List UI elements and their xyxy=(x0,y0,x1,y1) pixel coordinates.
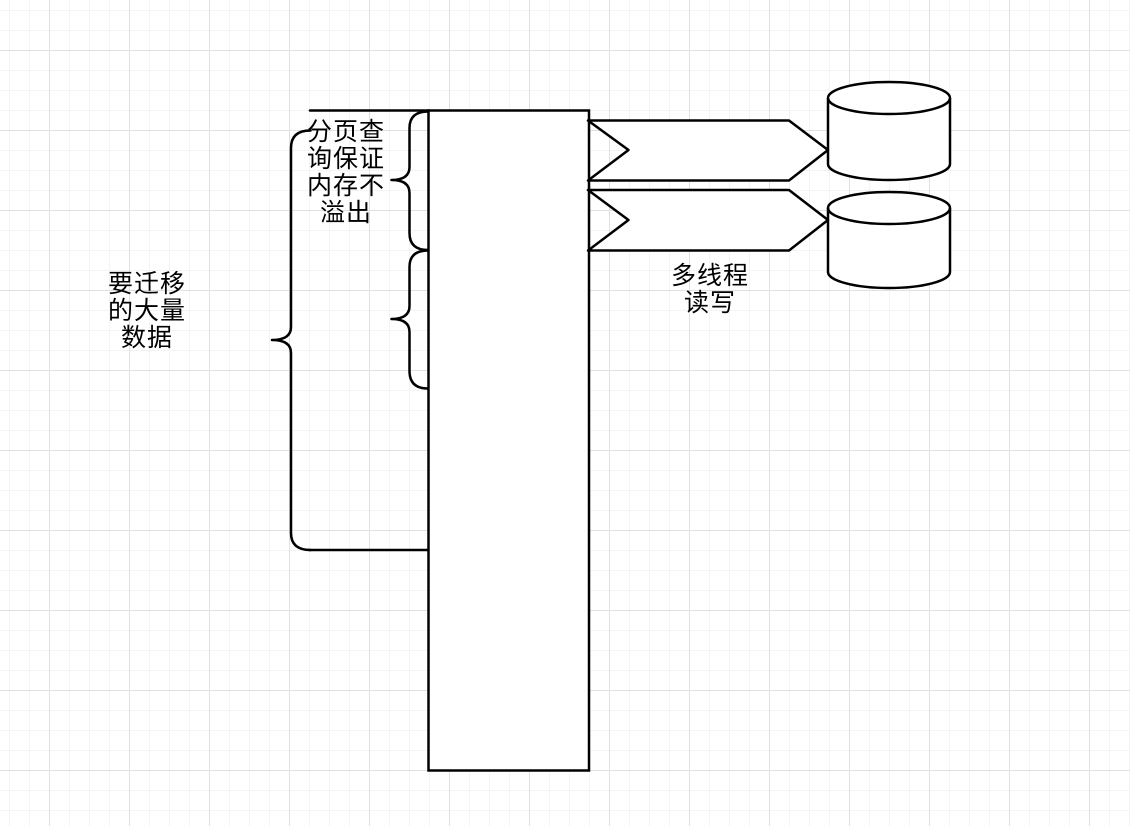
page-section-brace-bottom[interactable] xyxy=(390,249,430,390)
label-migration-line-3: 数据 xyxy=(120,324,173,352)
label-paging-line-2: 询保证 xyxy=(306,145,385,173)
label-paging-line-4: 溢出 xyxy=(319,199,372,227)
label-paging-line-1: 分页查 xyxy=(306,118,385,146)
migration-range-brace[interactable] xyxy=(270,129,312,552)
database-cylinder-bottom[interactable] xyxy=(826,190,952,290)
label-migration-data: 要迁移 的大量 数据 xyxy=(92,271,202,352)
label-migration-line-2: 的大量 xyxy=(107,297,186,325)
label-multithread-rw: 多线程 读写 xyxy=(655,263,765,317)
label-migration-line-1: 要迁移 xyxy=(107,270,186,298)
source-data-block-rectangle[interactable] xyxy=(427,109,591,772)
read-write-arrow-top[interactable] xyxy=(586,119,830,182)
label-paging-note: 分页查 询保证 内存不 溢出 xyxy=(291,119,401,227)
database-cylinder-top[interactable] xyxy=(826,80,952,182)
label-multithread-line-1: 多线程 xyxy=(670,262,749,290)
page-section-brace-top[interactable] xyxy=(390,110,430,252)
read-write-arrow-bottom[interactable] xyxy=(586,188,830,252)
label-paging-line-3: 内存不 xyxy=(306,172,385,200)
label-multithread-line-2: 读写 xyxy=(683,289,736,317)
